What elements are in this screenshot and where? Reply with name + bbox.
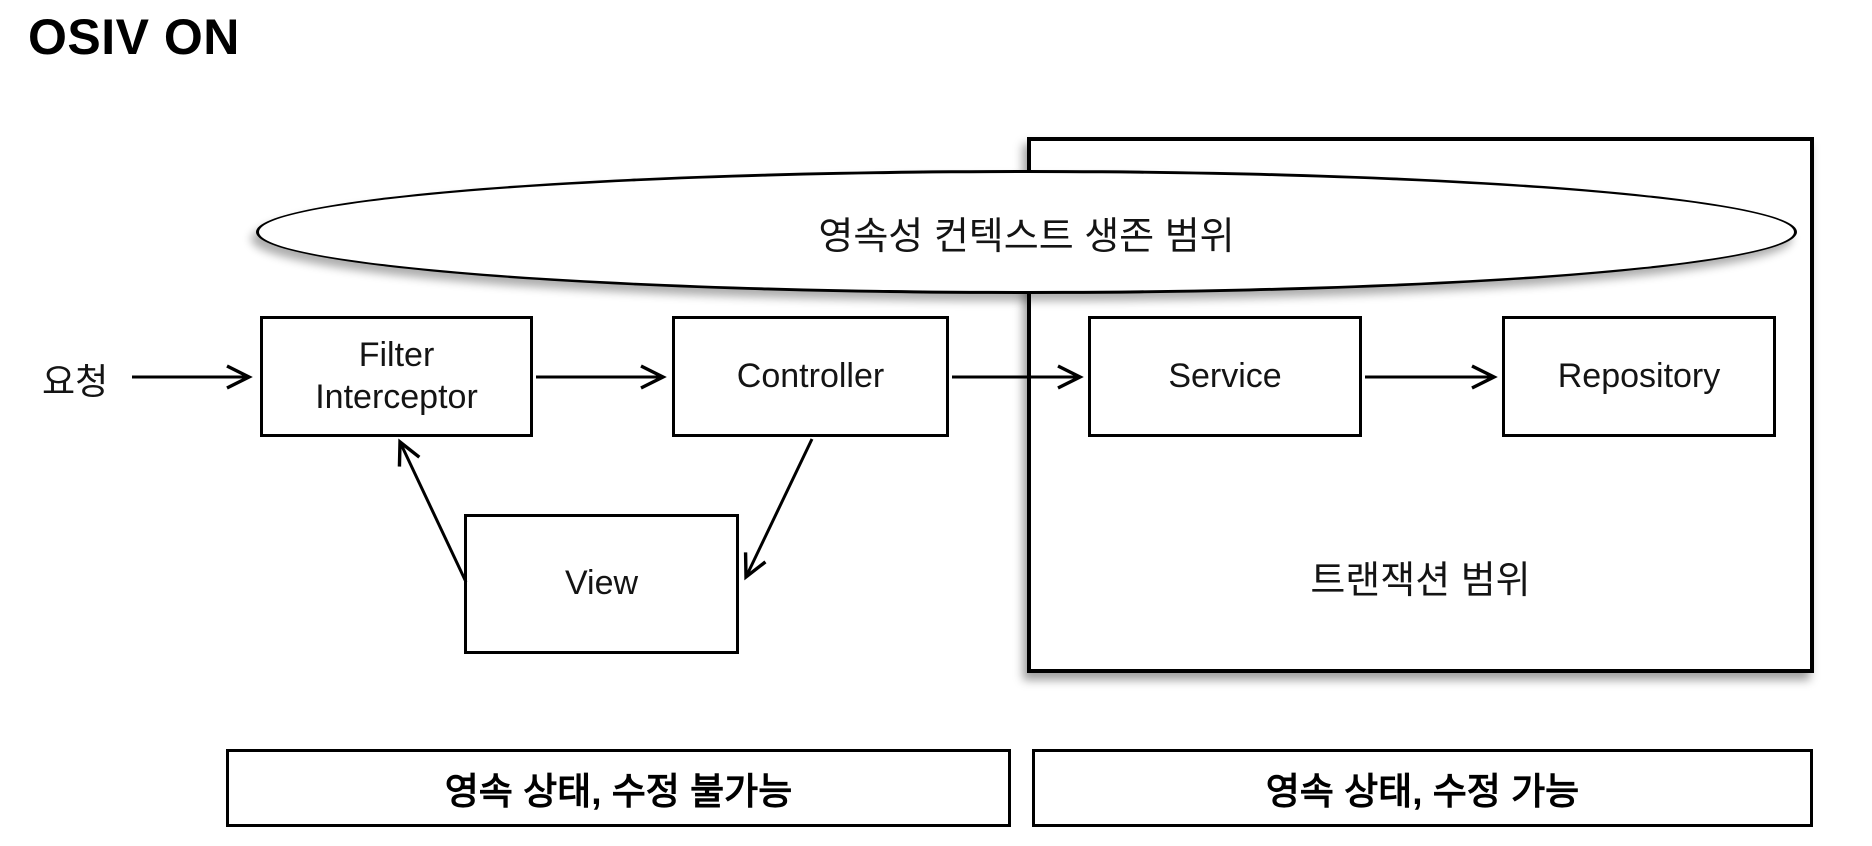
request-label: 요청 (42, 361, 109, 402)
service-label: Service (1168, 356, 1282, 395)
persistence-context-scope-label: 영속성 컨텍스트 생존 범위 (818, 215, 1235, 258)
controller-label: Controller (736, 356, 885, 395)
node-controller: Controller (672, 316, 949, 437)
legend-persistent-not-modifiable: 영속 상태, 수정 불가능 (226, 749, 1011, 827)
view-label: View (564, 564, 639, 603)
arrow-view-to-filter (397, 438, 468, 583)
node-view: View (464, 514, 739, 654)
legend-right-label: 영속 상태, 수정 가능 (1265, 771, 1580, 812)
node-filter-interceptor: Filter Interceptor (260, 316, 533, 437)
legend-persistent-modifiable: 영속 상태, 수정 가능 (1032, 749, 1813, 827)
repository-label: Repository (1557, 356, 1721, 395)
legend-left-label: 영속 상태, 수정 불가능 (444, 771, 793, 812)
filter-label-line2: Interceptor (315, 377, 478, 416)
filter-label-line1: Filter (358, 336, 435, 375)
node-service: Service (1088, 316, 1362, 437)
arrow-controller-to-view (743, 438, 814, 581)
page-title: OSIV ON (28, 9, 240, 65)
transaction-scope-label: 트랜잭션 범위 (1310, 560, 1531, 602)
persistence-context-scope-ellipse: 영속성 컨텍스트 생존 범위 (256, 170, 1797, 294)
node-repository: Repository (1502, 316, 1776, 437)
